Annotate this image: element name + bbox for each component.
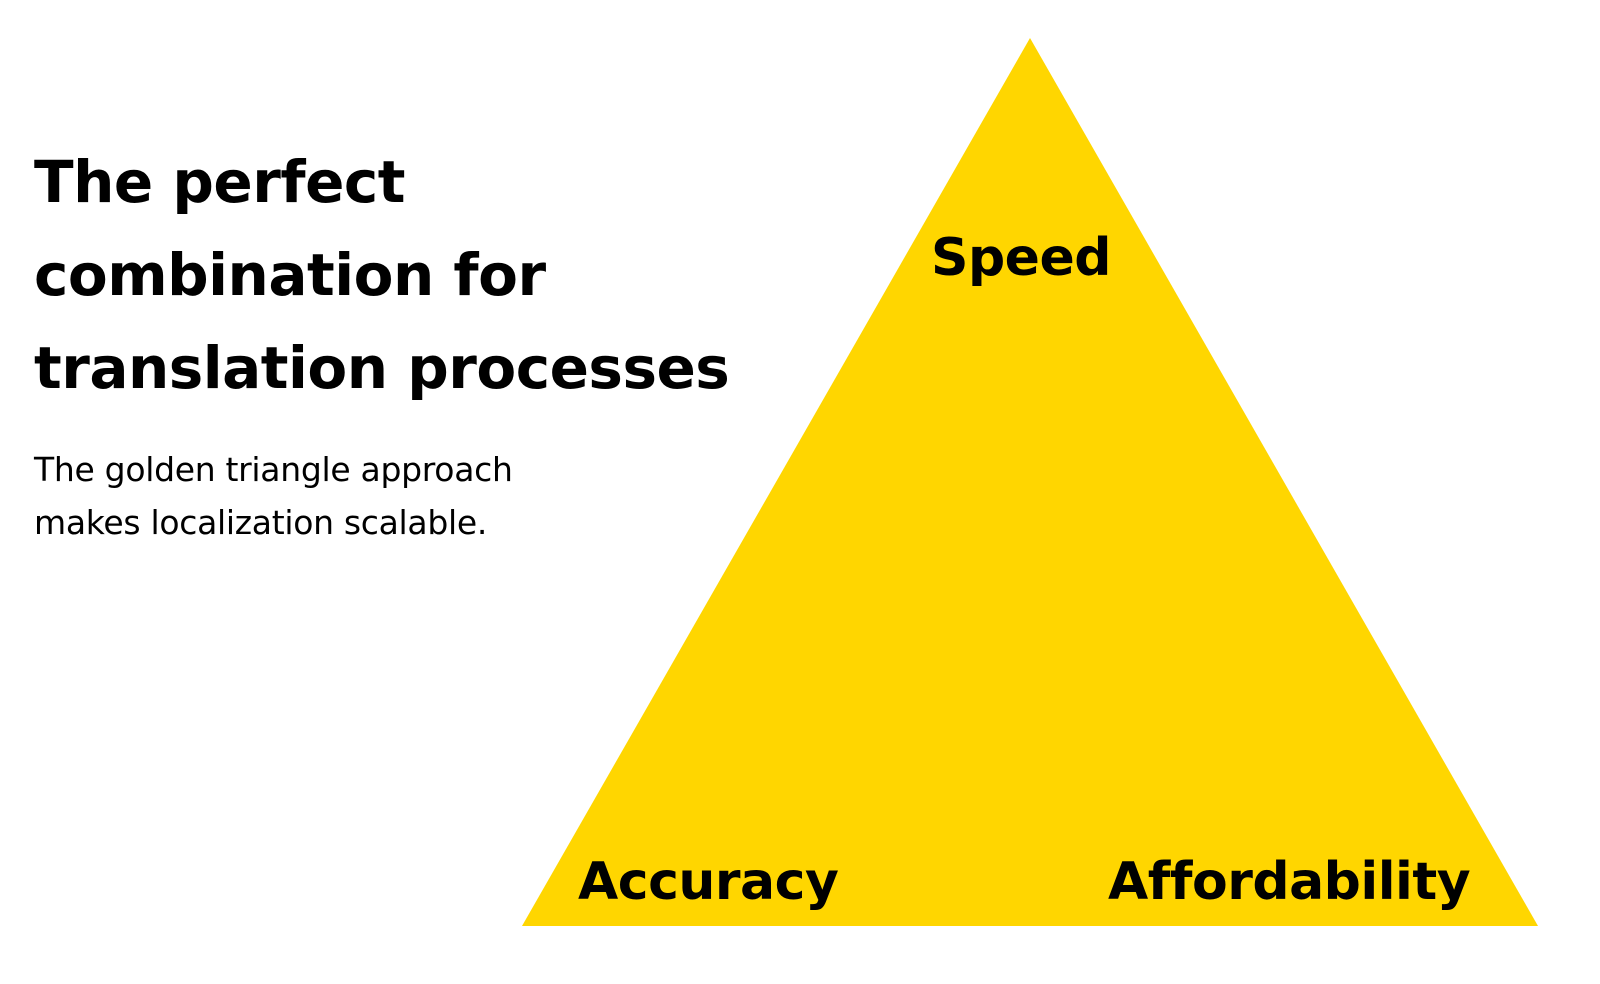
vertex-label-accuracy: Accuracy (578, 852, 839, 912)
vertex-label-speed: Speed (931, 228, 1111, 288)
page-title: The perfect combination for translation … (34, 136, 794, 415)
subtitle-line-2: makes localization scalable. (34, 503, 488, 542)
page-title-line-1: The perfect (34, 148, 406, 216)
subtitle-line-1: The golden triangle approach (34, 450, 513, 489)
golden-triangle-shape (522, 38, 1538, 926)
page-title-line-2: combination for (34, 241, 546, 309)
page-title-line-3: translation processes (34, 334, 730, 402)
subtitle: The golden triangle approach makes local… (34, 443, 674, 549)
vertex-label-affordability: Affordability (1108, 852, 1471, 912)
